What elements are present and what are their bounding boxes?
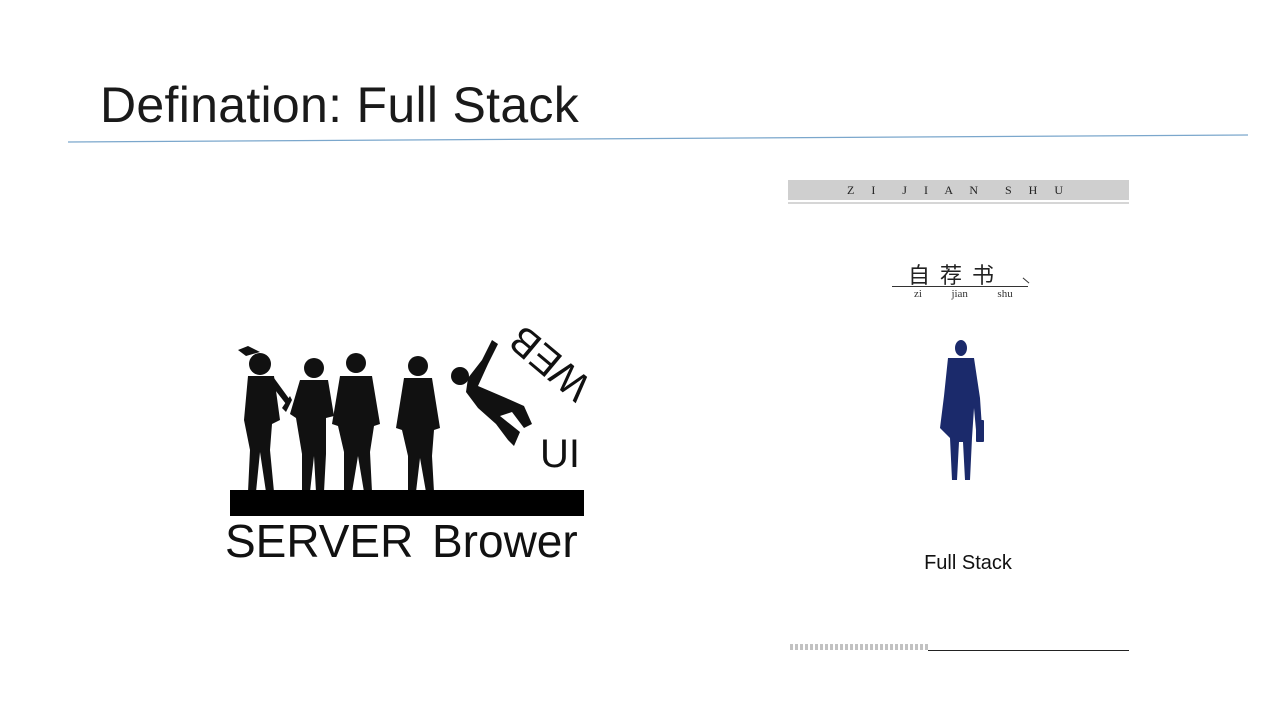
silhouette-person-5-jumping [451,340,532,446]
silhouette-person-2 [282,358,334,492]
doc-heading-underline [892,286,1028,287]
label-brower: Brower [432,515,578,567]
doc-header-band [788,180,1129,200]
slide-title: Defination: Full Stack [100,77,580,133]
doc-heading: 自荐书 [908,264,1005,289]
silhouette-person-1 [238,346,290,492]
team-illustration: WEB UI SERVER Brower [220,300,600,580]
ground-bar [230,490,584,516]
doc-bottom-rule [928,650,1129,651]
label-server: SERVER [225,515,414,567]
resume-cover-image: Z I J I A N S H U 自荐书 zi jian shu Full S… [788,178,1129,656]
silhouette-person-4 [396,356,440,492]
doc-header-text: Z I J I A N S H U [846,183,1070,197]
doc-caption: Full Stack [924,552,1012,574]
silhouette-person-3 [332,353,380,492]
doc-bottom-text-fragment [790,644,930,650]
title-underline [68,134,1248,143]
businessman-silhouette-icon [940,340,984,480]
doc-heading-tick [1022,277,1030,284]
people-silhouettes-image [230,340,584,516]
doc-header-divider [788,202,1129,204]
label-ui: UI [540,432,580,476]
doc-pinyin: zi jian shu [914,288,1013,300]
